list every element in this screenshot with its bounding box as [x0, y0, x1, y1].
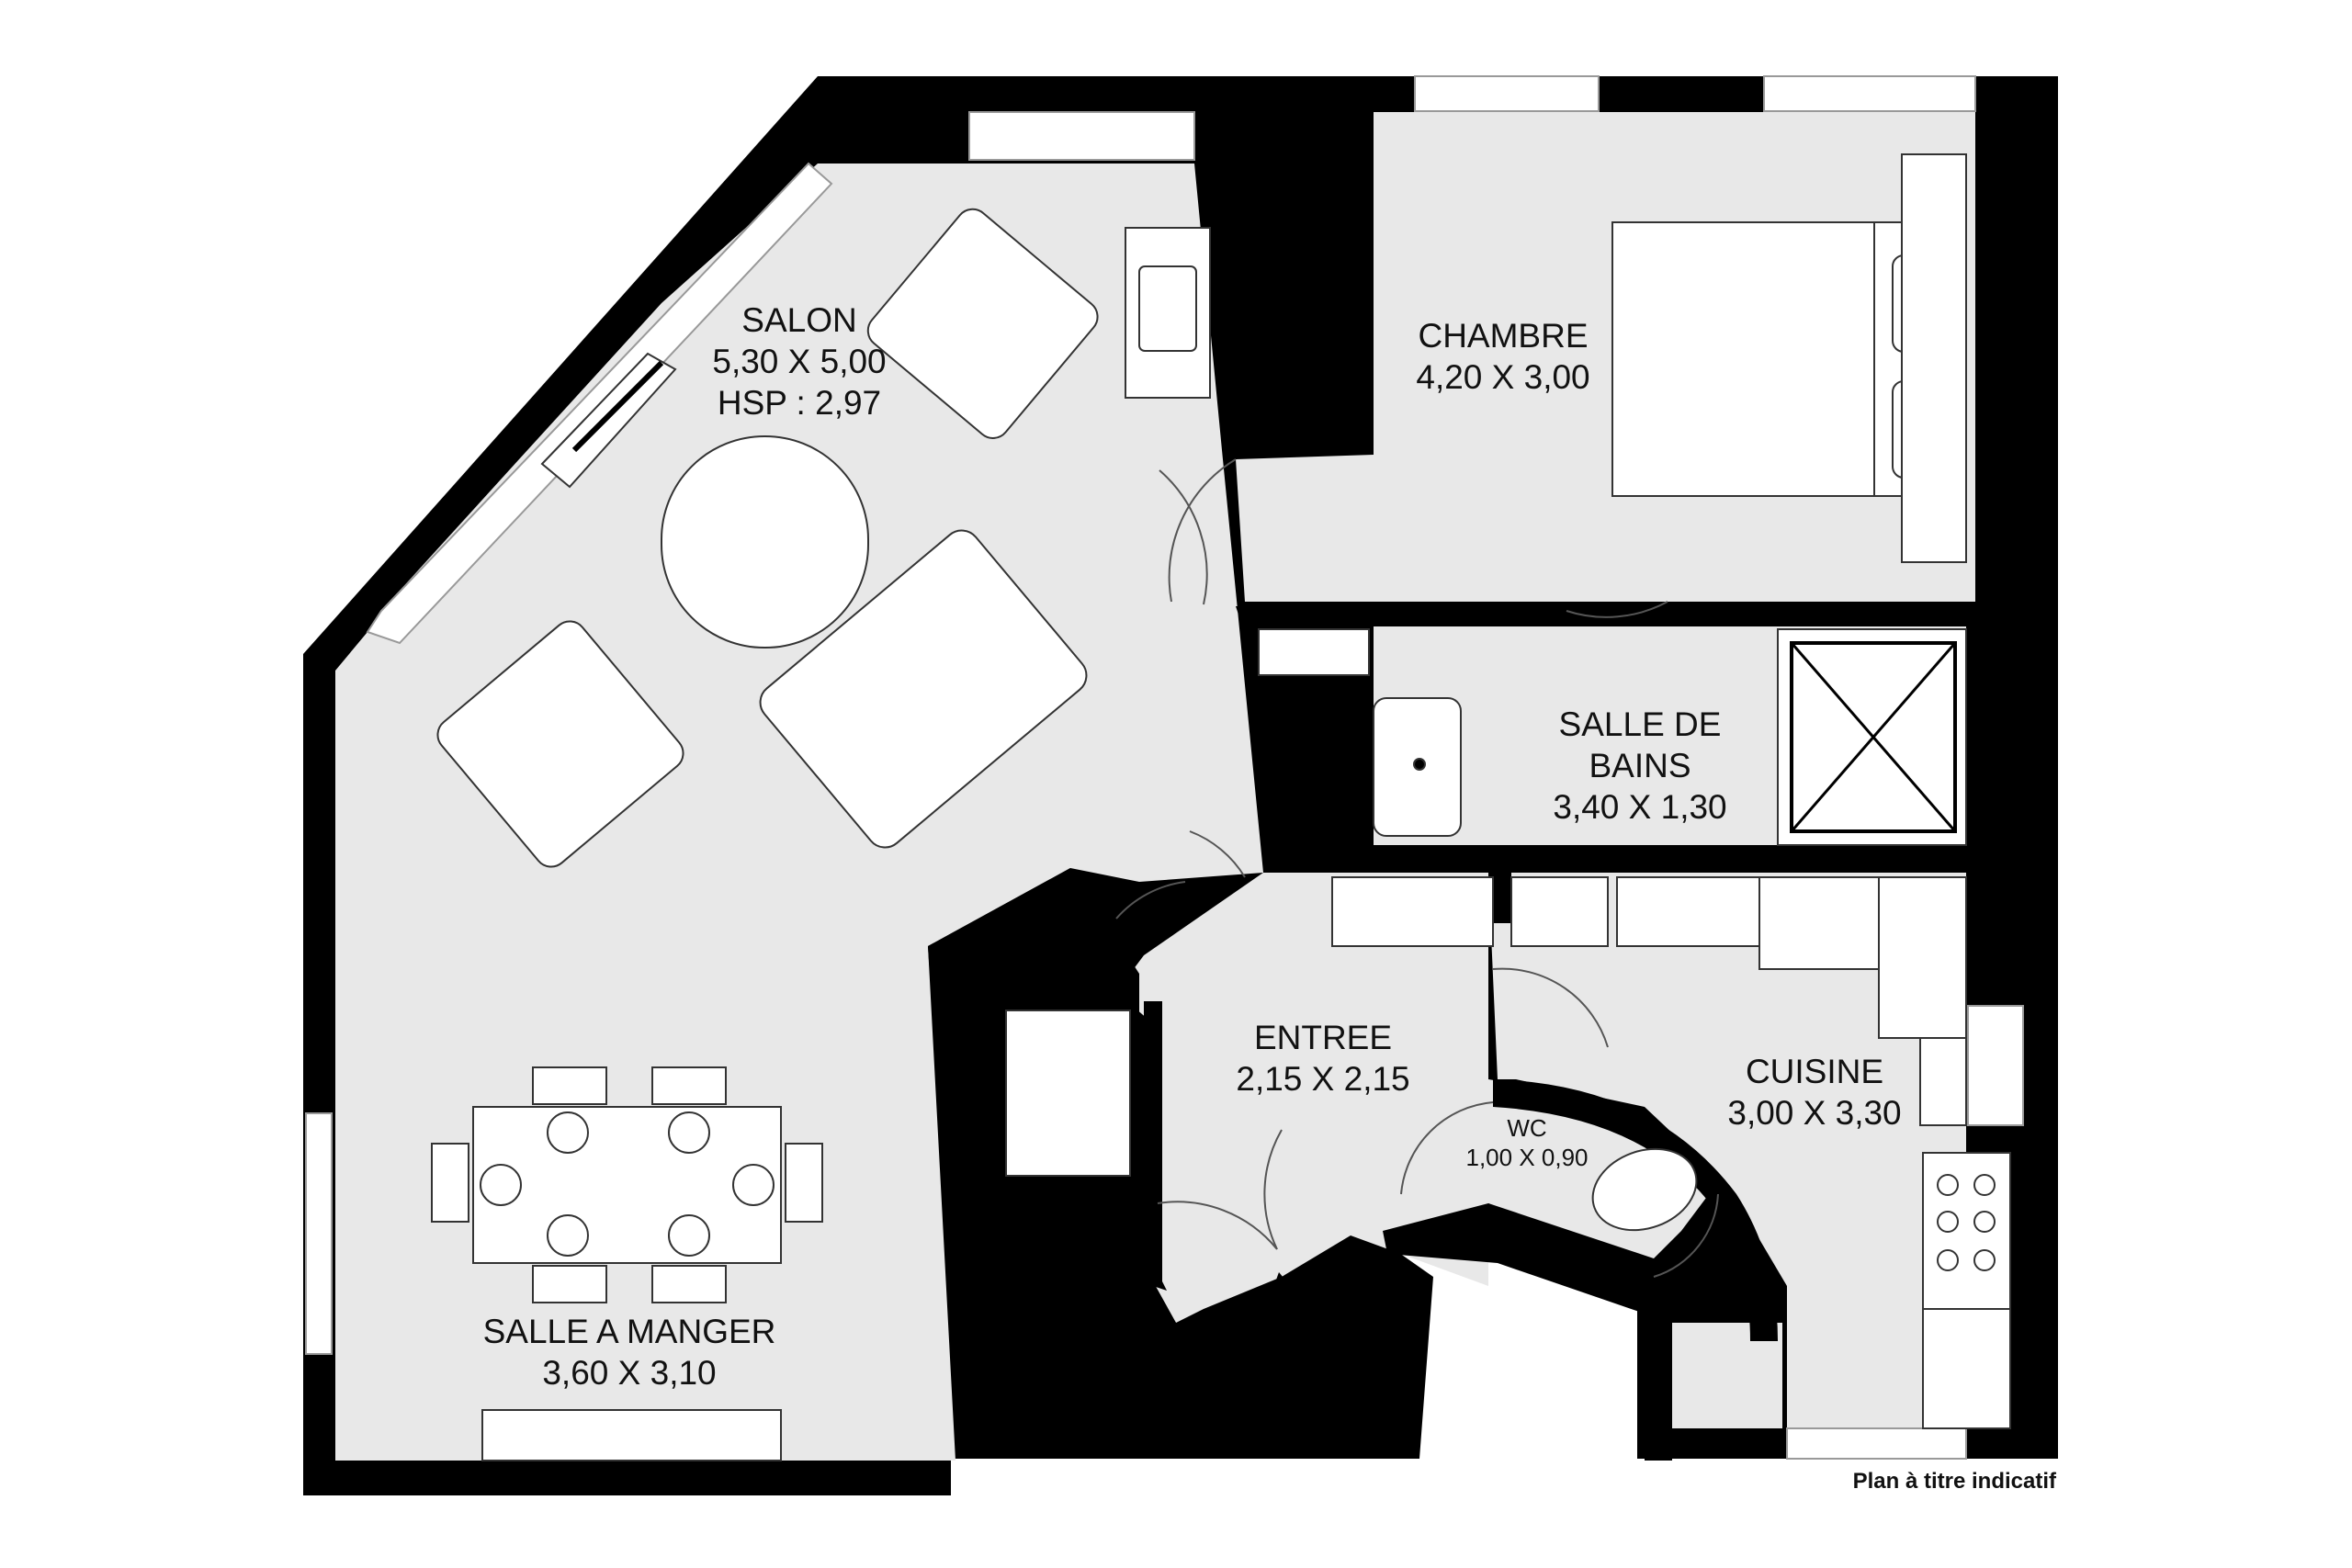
salon-hsp: HSP : 2,97 — [717, 384, 882, 423]
floor-cuisine — [1488, 873, 1966, 1428]
room-label-salle-a-manger: SALLE A MANGER 3,60 X 3,10 — [483, 1311, 776, 1393]
sam-name: SALLE A MANGER — [482, 1313, 776, 1350]
furniture — [431, 153, 2011, 1461]
stove — [1922, 1152, 2011, 1310]
room-label-salon: SALON 5,30 X 5,00 HSP : 2,97 — [712, 299, 886, 423]
room-label-chambre: CHAMBRE 4,20 X 3,00 — [1416, 315, 1589, 398]
doors — [1115, 458, 1719, 1278]
entree-dims: 2,15 X 2,15 — [1236, 1060, 1410, 1099]
entrance-arrow-icon — [1263, 1272, 1309, 1359]
footer-note: Plan à titre indicatif — [1852, 1469, 2056, 1494]
armchair-top — [866, 208, 1099, 439]
armchair-left — [436, 620, 684, 868]
closet — [1005, 1010, 1131, 1177]
wc-dims: 1,00 X 0,90 — [1465, 1143, 1589, 1171]
sdb-name-line2: BAINS — [1589, 747, 1691, 785]
sdb-name-line1: SALLE DE — [1558, 705, 1722, 743]
salon-name: SALON — [741, 301, 857, 339]
sdb-dims: 3,40 X 1,30 — [1553, 788, 1727, 827]
room-label-entree: ENTREE 2,15 X 2,15 — [1236, 1017, 1409, 1100]
sofa — [759, 529, 1088, 849]
room-label-cuisine: CUISINE 3,00 X 3,30 — [1727, 1051, 1901, 1134]
cuisine-dims: 3,00 X 3,30 — [1727, 1094, 1902, 1133]
room-label-salle-de-bains: SALLE DE BAINS 3,40 X 1,30 — [1553, 704, 1726, 828]
dining-table — [472, 1106, 782, 1264]
wc-name: WC — [1507, 1114, 1547, 1142]
sideboard — [481, 1409, 782, 1461]
room-label-wc: WC 1,00 X 0,90 — [1466, 1114, 1589, 1172]
sam-dims: 3,60 X 3,10 — [542, 1354, 717, 1393]
chambre-name: CHAMBRE — [1418, 317, 1589, 355]
salon-dims: 5,30 X 5,00 — [712, 343, 887, 381]
chambre-dims: 4,20 X 3,00 — [1416, 358, 1590, 397]
toilet — [1591, 1147, 1698, 1232]
floor-entree — [1116, 873, 1488, 1323]
cuisine-name: CUISINE — [1745, 1053, 1884, 1090]
coffee-table — [661, 435, 869, 649]
entree-name: ENTREE — [1253, 1019, 1393, 1056]
